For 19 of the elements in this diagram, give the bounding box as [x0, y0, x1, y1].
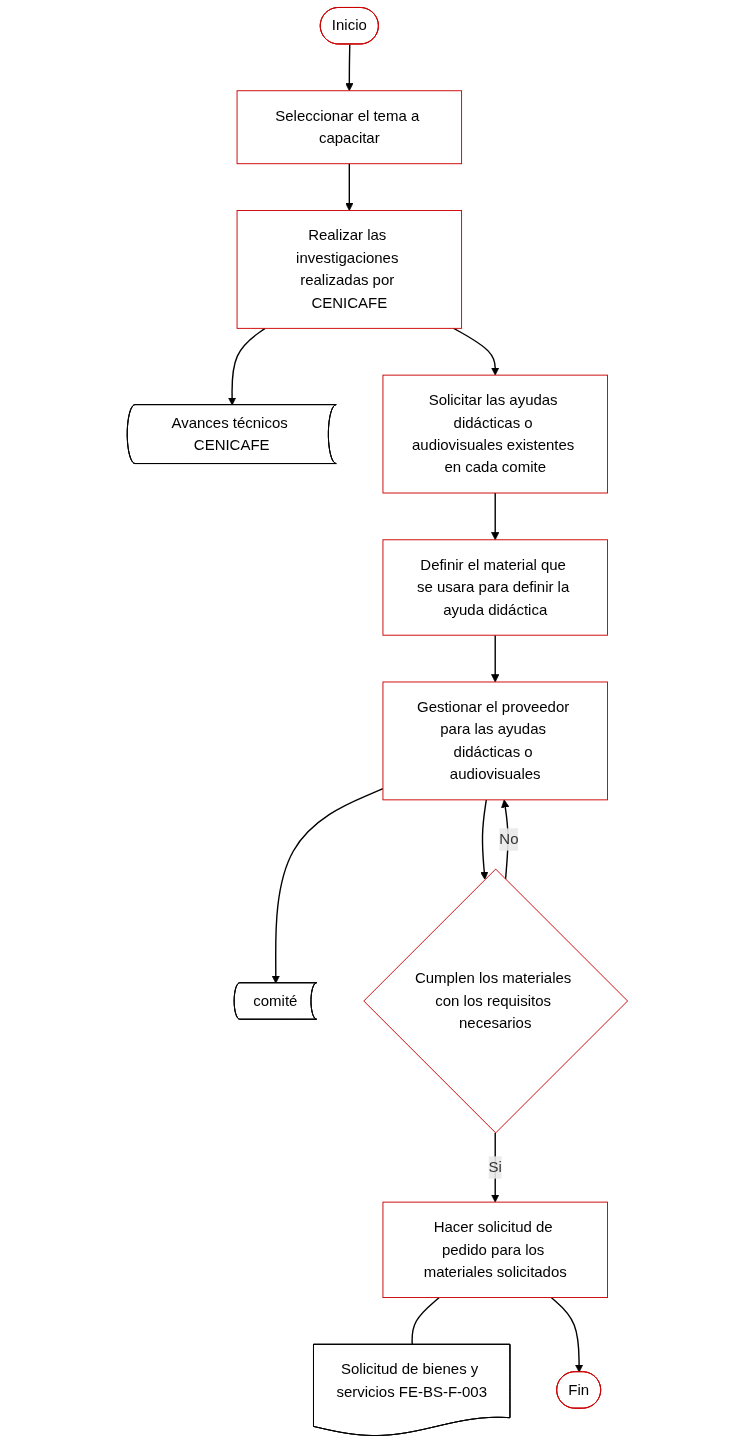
arrow — [550, 1296, 584, 1373]
edge-label: No — [499, 831, 519, 847]
arrow — [453, 327, 500, 376]
connector — [411, 1296, 440, 1346]
arrow — [345, 43, 354, 92]
node-box: Realizar las investigaciones realizadas por CENICAFE — [236, 210, 463, 329]
edge-label: Si — [488, 1159, 502, 1175]
arrow — [345, 163, 354, 211]
arrow — [271, 787, 384, 984]
node-box: Hacer solicitud de pedido para los materiales solicitados — [382, 1201, 608, 1298]
node-box: Seleccionar el tema a capacitar — [236, 90, 463, 165]
node-box: Gestionar el proveedor para las ayudas didácticas o audiovisuales — [382, 681, 608, 801]
arrow — [480, 799, 489, 880]
node-box: Solicitar las ayudas didácticas o audiovisuales existentes en cada comite — [382, 374, 608, 494]
node-box: Definir el material que se usara para definir la ayuda didáctica — [382, 539, 608, 636]
arrow — [491, 634, 500, 683]
arrow — [491, 492, 500, 541]
arrow — [228, 327, 266, 406]
node-diamond: Cumplen los materiales con los requisitos necesarios — [363, 868, 629, 1134]
